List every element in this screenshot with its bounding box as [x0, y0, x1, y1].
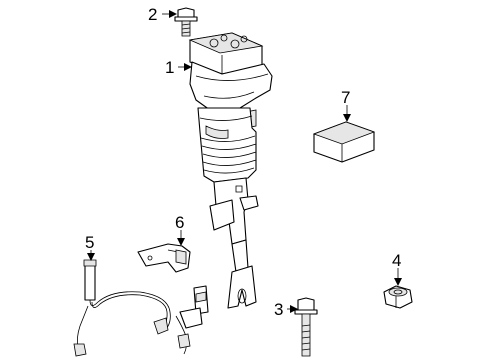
part-2-bolt [174, 7, 198, 37]
part-3-long-bolt [294, 297, 318, 357]
part-7-block [312, 121, 376, 163]
callout-1: 1 [165, 58, 174, 77]
callout-7: 7 [341, 88, 350, 107]
part-4-nut [383, 285, 413, 309]
part-5-sensor-harness [73, 259, 209, 357]
callout-5: 5 [85, 233, 94, 252]
leader-lines [87, 10, 402, 313]
part-6-bracket [137, 243, 191, 273]
callout-6: 6 [175, 213, 184, 232]
callout-2: 2 [148, 5, 157, 24]
callout-4: 4 [392, 251, 401, 270]
part-1-strut-assembly [188, 32, 273, 309]
callout-3: 3 [274, 300, 283, 319]
